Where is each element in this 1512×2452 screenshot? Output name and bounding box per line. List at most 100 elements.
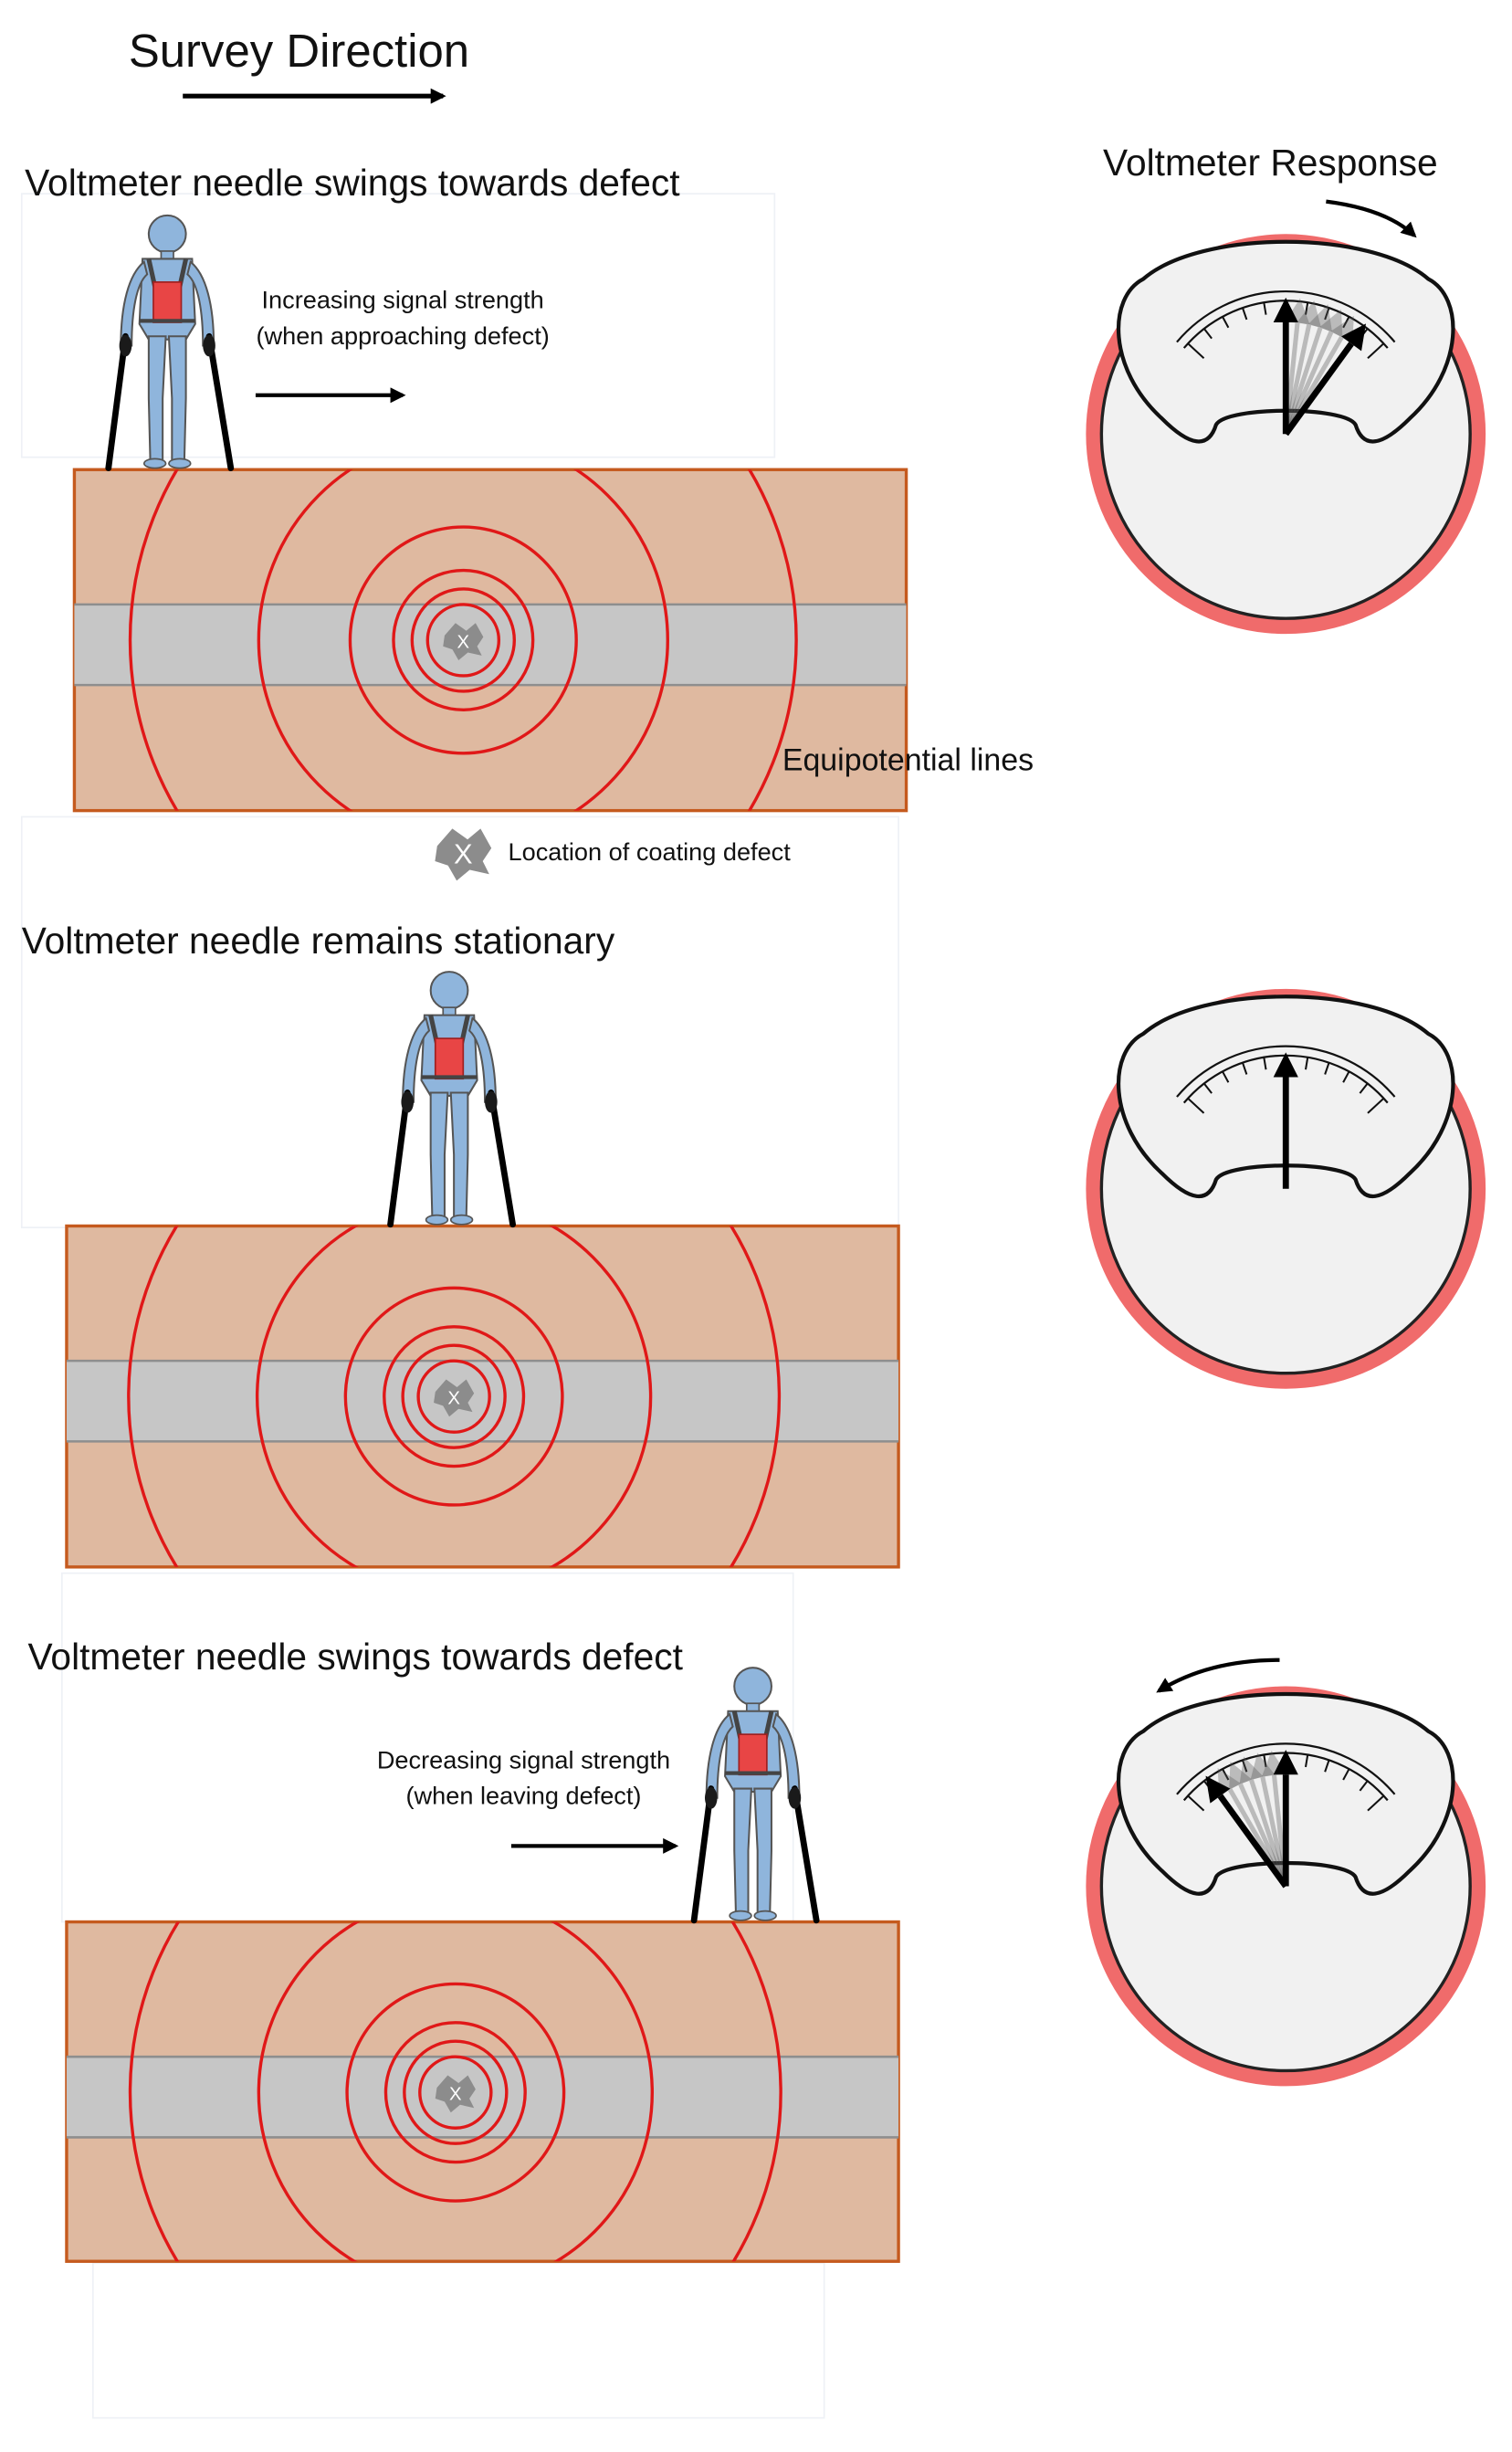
pipe [66,1359,899,1443]
surveyor-foot [449,1214,474,1226]
equipotential-lines-label: Equipotential lines [782,743,1034,778]
surveyor-head [733,1667,772,1706]
voltmeter-1 [1086,234,1486,635]
meter-needle-tip [1273,1052,1298,1078]
surveyor-foot [729,1910,752,1921]
probe-pole [792,1785,820,1924]
panel-1-signal-label: Increasing signal strength [262,286,544,314]
surveyor-hand [203,334,215,357]
harness-meter-box [152,281,183,323]
surveyor-hand [485,1090,498,1113]
surveyor-foot [142,458,167,469]
surveyor-hand [401,1090,415,1113]
meter-tick [1324,307,1330,321]
meter-needle-ghost-tip [1297,300,1321,328]
meter-needle-tip [1205,1775,1231,1804]
harness-meter-box [738,1733,768,1776]
equipotential-ring [401,1343,507,1449]
equipotential-ring [343,1286,564,1507]
meter-tick [1342,1070,1350,1083]
meter-tick [1187,1794,1205,1812]
voltmeter-response-title: Voltmeter Response [1103,142,1438,184]
meter-tick [1263,1754,1267,1768]
surveyor-leg [167,335,187,462]
surveyor-hand [704,1786,718,1809]
equipotential-ring [392,568,535,712]
panel-1-signal-sublabel: (when approaching defect) [256,321,549,350]
panel-3-signal-sublabel: (when leaving defect) [406,1782,642,1810]
meter-needle-ghost-tip [1319,309,1343,338]
swing-arrows [1156,199,1417,1693]
meter-tick [1359,1082,1369,1094]
meter-needle-ghost-tip [1308,304,1332,332]
meter-needle-tip [1273,297,1298,323]
equipotential-ring [425,603,501,678]
surveyor-figure [387,971,517,1228]
harness-meter-box [434,1037,465,1080]
meter-tick [1324,1062,1330,1075]
meter-tick [1242,1760,1248,1773]
panel-bg [91,2262,825,2419]
surveyors [105,214,820,1924]
probe-pole [105,332,129,471]
meter-tick [1342,316,1350,329]
surveyor-leg [733,1787,752,1914]
surveyor-head [147,214,187,254]
meter-tick [1367,1097,1385,1114]
meter-scale-arc [1176,290,1396,343]
meter-tick [1367,1794,1385,1812]
meter-needle-ghost [1249,1779,1288,1888]
meter-needle-ghost-tip [1250,1752,1276,1780]
defect-mark-text: X [457,632,470,652]
probe-pole [387,1089,411,1228]
equipotential-ring [383,2021,527,2164]
meter-tick [1187,1097,1205,1114]
meter-tick [1187,342,1205,360]
surveyor-figure [690,1667,820,1924]
meter-tick [1222,1768,1230,1781]
probe-pole [205,332,235,471]
meter-needle [1283,342,1354,437]
surveyor-leg [753,1787,772,1914]
coating-defect-marker: X [443,623,484,661]
meter-needle-ghost [1283,327,1323,436]
meter-needle-tip [1341,323,1367,352]
meter-needle-ghost-tip [1229,1762,1252,1790]
surveyor-leg [449,1091,469,1218]
surveyor-leg [429,1091,449,1218]
meter-needle-ghost [1238,1783,1288,1888]
voltmeters [1086,199,1486,2087]
equipotential-ring [418,2055,493,2130]
surveyor-leg [147,335,167,462]
equipotential-ring [416,1359,491,1434]
equipotential-lines: X [66,1921,899,2262]
meter-tick [1242,1062,1248,1075]
meter-needle [1217,1794,1289,1889]
surveyor-head [429,971,469,1010]
meter-scale-arc [1176,1742,1396,1795]
defect-blob-icon [435,2075,476,2113]
equipotential-ring [410,587,517,693]
probe-pole [690,1785,715,1924]
pipe [66,2055,899,2139]
panel-3-scene: X [65,1920,900,2263]
pipe-end [922,1361,947,1441]
coating-defect-marker: X [434,1379,475,1417]
equipotential-ring [127,1226,782,1567]
meter-tick [1202,328,1213,340]
panel-2-scene: X [65,1224,947,1569]
panel-2-heading: Voltmeter needle remains stationary [22,920,615,962]
meter-tick [1263,1057,1267,1070]
surveyor-hand [788,1786,802,1809]
panel-3-heading: Voltmeter needle swings towards defect [28,1636,684,1678]
panel-1-heading: Voltmeter needle swings towards defect [25,162,680,204]
meter-tick [1222,1070,1230,1083]
meter-needle-ghost [1283,324,1312,435]
defect-blob-icon [435,828,492,881]
probe-pole [488,1089,517,1228]
equipotential-ring [257,1921,654,2262]
page-title: Survey Direction [129,25,469,77]
panel-3-signal-label: Decreasing signal strength [377,1746,670,1774]
